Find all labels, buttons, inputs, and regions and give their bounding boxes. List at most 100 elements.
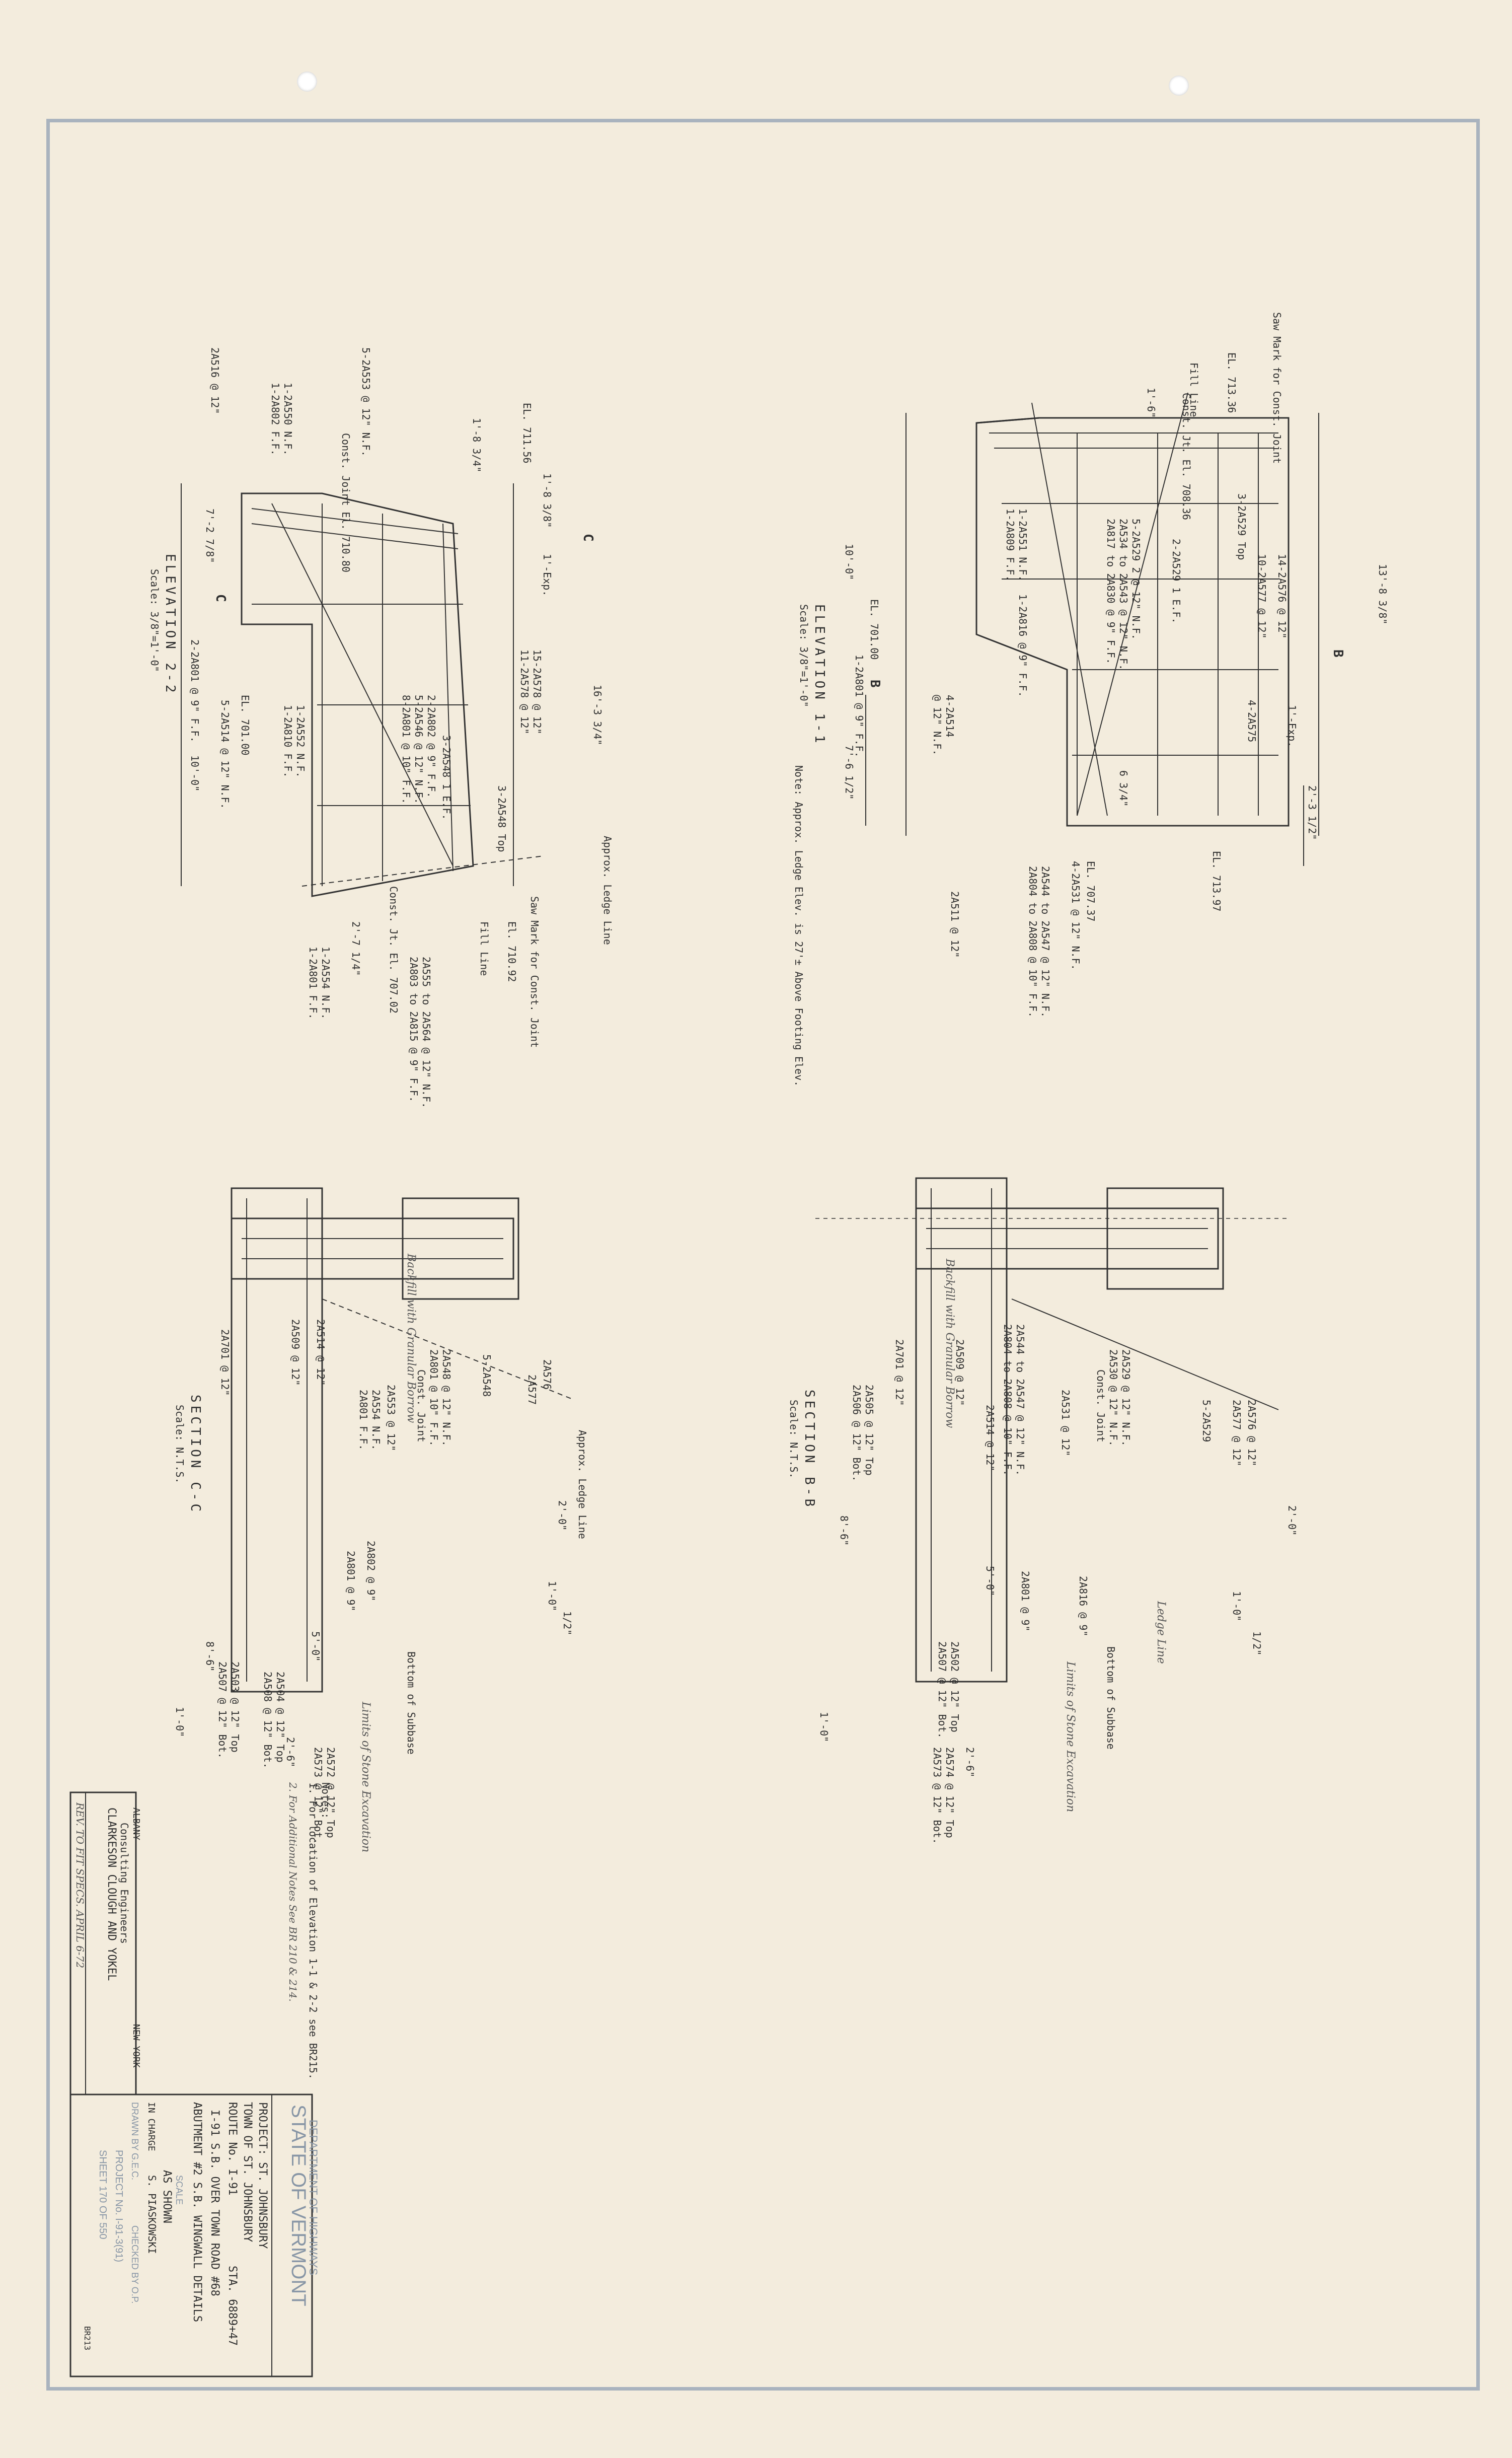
section-c-c-labels: 2A576 2A577 5-2A548 2A548 @ 12" N.F. 2A8… (174, 1253, 588, 1852)
label-2a576: 14-2A576 @ 12" (1276, 554, 1288, 639)
bridge-line: I-91 S.B. OVER TOWN ROAD #68 (208, 2110, 221, 2296)
label-exp-2-2: 1'-Exp. (541, 554, 553, 596)
label-2-2a802: 2-2A802 @ 9" F.F. (425, 695, 437, 798)
label-dim-8-6-bb: 8'-6" (838, 1515, 850, 1546)
scale-label: SCALE (174, 2175, 184, 2205)
consultant-city-left: ALBANY (131, 1808, 141, 1840)
label-4-2a575: 4-2A575 (1246, 700, 1258, 742)
label-1-2a801: 1-2A801 F.F. (307, 947, 319, 1020)
wall-outline-2-2 (241, 492, 474, 897)
label-dim-2-0-cc: 2'-0" (556, 1500, 568, 1531)
title-elevation-1-1: ELEVATION 1-1 (812, 604, 827, 746)
label-2a555: 2A555 to 2A564 @ 12" N.F. (420, 957, 432, 1108)
label-1-2a552: 1-2A552 N.F. (294, 705, 307, 778)
label-dim-5-0-bb: 5'-0" (984, 1566, 996, 1596)
label-2a529-bb: 2A529 @ 12" N.F. (1120, 1349, 1132, 1447)
section-c-c (231, 1187, 574, 1693)
scale-value: AS SHOWN (161, 2170, 173, 2223)
drawn-by: DRAWN BY G.E.C. (130, 2102, 140, 2180)
label-2a511: 2A511 @ 12" (949, 891, 961, 958)
label-5-2a529-bb: 5-2A529 (1200, 1400, 1213, 1442)
label-2a701-bb: 2A701 @ 12" (893, 1339, 905, 1406)
label-at-12-nf: @ 12" N.F. (931, 695, 943, 755)
label-dim-1-8-3-8: 1'-8 3/8" (541, 473, 553, 528)
label-dim-2-6-cc: 2'-6" (284, 1737, 296, 1767)
scale-section-c-c: Scale: N.T.S. (174, 1405, 186, 1484)
state-title: STATE OF VERMONT (287, 2105, 310, 2306)
revision-note: REV. TO FIT SPECS. APRIL 6-72 (74, 1802, 86, 1968)
label-1-2a551: 1-2A551 N.F. (1017, 509, 1029, 582)
leader-line (1031, 402, 1108, 816)
label-5-2a548-cc: 5-2A548 (481, 1354, 493, 1397)
label-el-707-37: EL. 707.37 (1085, 861, 1097, 921)
label-el-713-36: EL. 713.36 (1226, 352, 1238, 413)
label-2a577-cc: 2A577 (526, 1375, 538, 1405)
scale-elevation-1-1: Scale: 3/8"=1'-0" (798, 604, 810, 707)
label-ledge-line-cc: Approx. Ledge Line (576, 1430, 588, 1539)
label-dim-1-0-bb-2: 1'-0" (818, 1712, 830, 1742)
label-dim-16-3: 16'-3 3/4" (591, 685, 603, 745)
label-el-710-92: El. 710.92 (506, 921, 518, 982)
elevation-1-1-labels: Saw Mark for Const. Joint EL. 713.36 Fil… (793, 312, 1389, 1087)
label-dim-8-6-cc: 8'-6" (204, 1641, 216, 1672)
label-2a554-cc: 2A554 N.F. (370, 1390, 382, 1450)
hand-note-ledge-line-bb: Ledge Line (1155, 1601, 1167, 1664)
label-dim-half-bb: 1/2" (1251, 1631, 1263, 1655)
label-5-2a546: 5-2A546 @ 12" N.F. (413, 695, 425, 804)
label-2a804: 2A804 to 2A808 @ 10" F.F. (1027, 866, 1039, 1018)
label-2a801-10-cc: 2A801 @ 10" F.F. (428, 1349, 440, 1447)
label-dim-1-6: 1'-6" (1145, 388, 1157, 418)
label-dim-1-0-cc-2: 1'-0" (174, 1707, 186, 1737)
label-2a530-bb: 2A530 @ 12" N.F. (1107, 1349, 1119, 1447)
label-2a507-bb: 2A507 @ 12" Bot. (936, 1641, 948, 1739)
sheet-number: SHEET 170 OF 550 (97, 2150, 108, 2239)
label-saw-mark-1-1: Saw Mark for Const. Joint (1271, 312, 1283, 464)
route-line: ROUTE No. I-91 (226, 2102, 239, 2195)
label-5-2a514: 5-2A514 @ 12" N.F. (219, 700, 231, 809)
label-2a502-bb: 2A502 @ 12" Top (949, 1641, 961, 1732)
label-dim-13-8: 13'-8 3/8" (1377, 564, 1389, 624)
label-2-2a529: 2-2A529 1 E.F. (1170, 539, 1182, 624)
label-2a572-cc: 2A572 @ 12" Top (325, 1747, 337, 1838)
title-section-b-b: SECTION B-B (802, 1390, 817, 1509)
cap-b-b (1106, 1187, 1224, 1290)
label-el-701-2-2: EL. 701.00 (239, 695, 251, 755)
section-marker-c: C (580, 534, 595, 542)
elevation-2-2-labels: 5-2A553 @ 12" N.F. 1-2A550 N.F. 1-2A802 … (148, 347, 614, 1108)
section-marker-c-2: C (213, 594, 228, 602)
department-title: DEPARTMENT OF HIGHWAYS (307, 2120, 320, 2275)
label-5-2a529: 5-2A529 2 @ 12" N.F. (1130, 519, 1142, 640)
town-line: TOWN OF ST. JOHNSBURY (241, 2102, 254, 2242)
project-line: PROJECT: ST. JOHNSBURY (256, 2102, 269, 2249)
label-saw-mark-2-2: Saw Mark for Const. Joint (528, 896, 541, 1048)
label-dim-1-0-bb: 1'-0" (1231, 1591, 1243, 1621)
label-11-2a578: 11-2A578 @ 12" (518, 649, 531, 735)
leader-line (1077, 392, 1188, 816)
title-block: STATE OF VERMONT DEPARTMENT OF HIGHWAYS … (69, 2093, 320, 2377)
punch-hole (297, 71, 317, 92)
label-2a801-ff-cc: 2A801 F.F. (357, 1390, 369, 1450)
rebar-line (442, 523, 453, 872)
label-2-2a801: 2-2A801 @ 9" F.F. (189, 639, 201, 743)
title-elevation-2-2: ELEVATION 2-2 (163, 554, 178, 696)
scale-elevation-2-2: Scale: 3/8"=1'-0" (148, 569, 161, 672)
footing-c-c (231, 1187, 323, 1693)
in-charge-label: IN CHARGE (146, 2102, 157, 2151)
label-const-joint-cc: Const. Joint (415, 1369, 427, 1442)
consultant-block: REV. TO FIT SPECS. APRIL 6-72 CLARKESON … (69, 1791, 141, 2095)
note-item-1: 1. For location of Elevation 1-1 & 2-2 s… (307, 1782, 319, 2079)
label-dim-half-cc: 1/2" (561, 1611, 573, 1635)
section-marker-b: B (1330, 649, 1345, 658)
label-fill-line-1-1: Fill Line (1188, 363, 1200, 417)
consultant-role: Consulting Engineers (118, 1823, 130, 1944)
scale-section-b-b: Scale: N.T.S. (788, 1400, 800, 1479)
hand-note-backfill-bb: Backfill with Granular Borrow (943, 1258, 956, 1428)
label-dim-1-8-3-4: 1'-8 3/4" (471, 418, 483, 472)
label-8-2a801: 8-2A801 @ 10" F.F. (400, 695, 412, 804)
checked-by: CHECKED BY O.P. (130, 2225, 140, 2303)
ledge-line (1011, 1298, 1279, 1410)
label-2a508-cc: 2A508 @ 12" Bot. (262, 1672, 274, 1769)
label-2a509-bb: 2A509 @ 12" (954, 1339, 966, 1406)
label-2a574-bb: 2A574 @ 12" Top (944, 1747, 956, 1838)
